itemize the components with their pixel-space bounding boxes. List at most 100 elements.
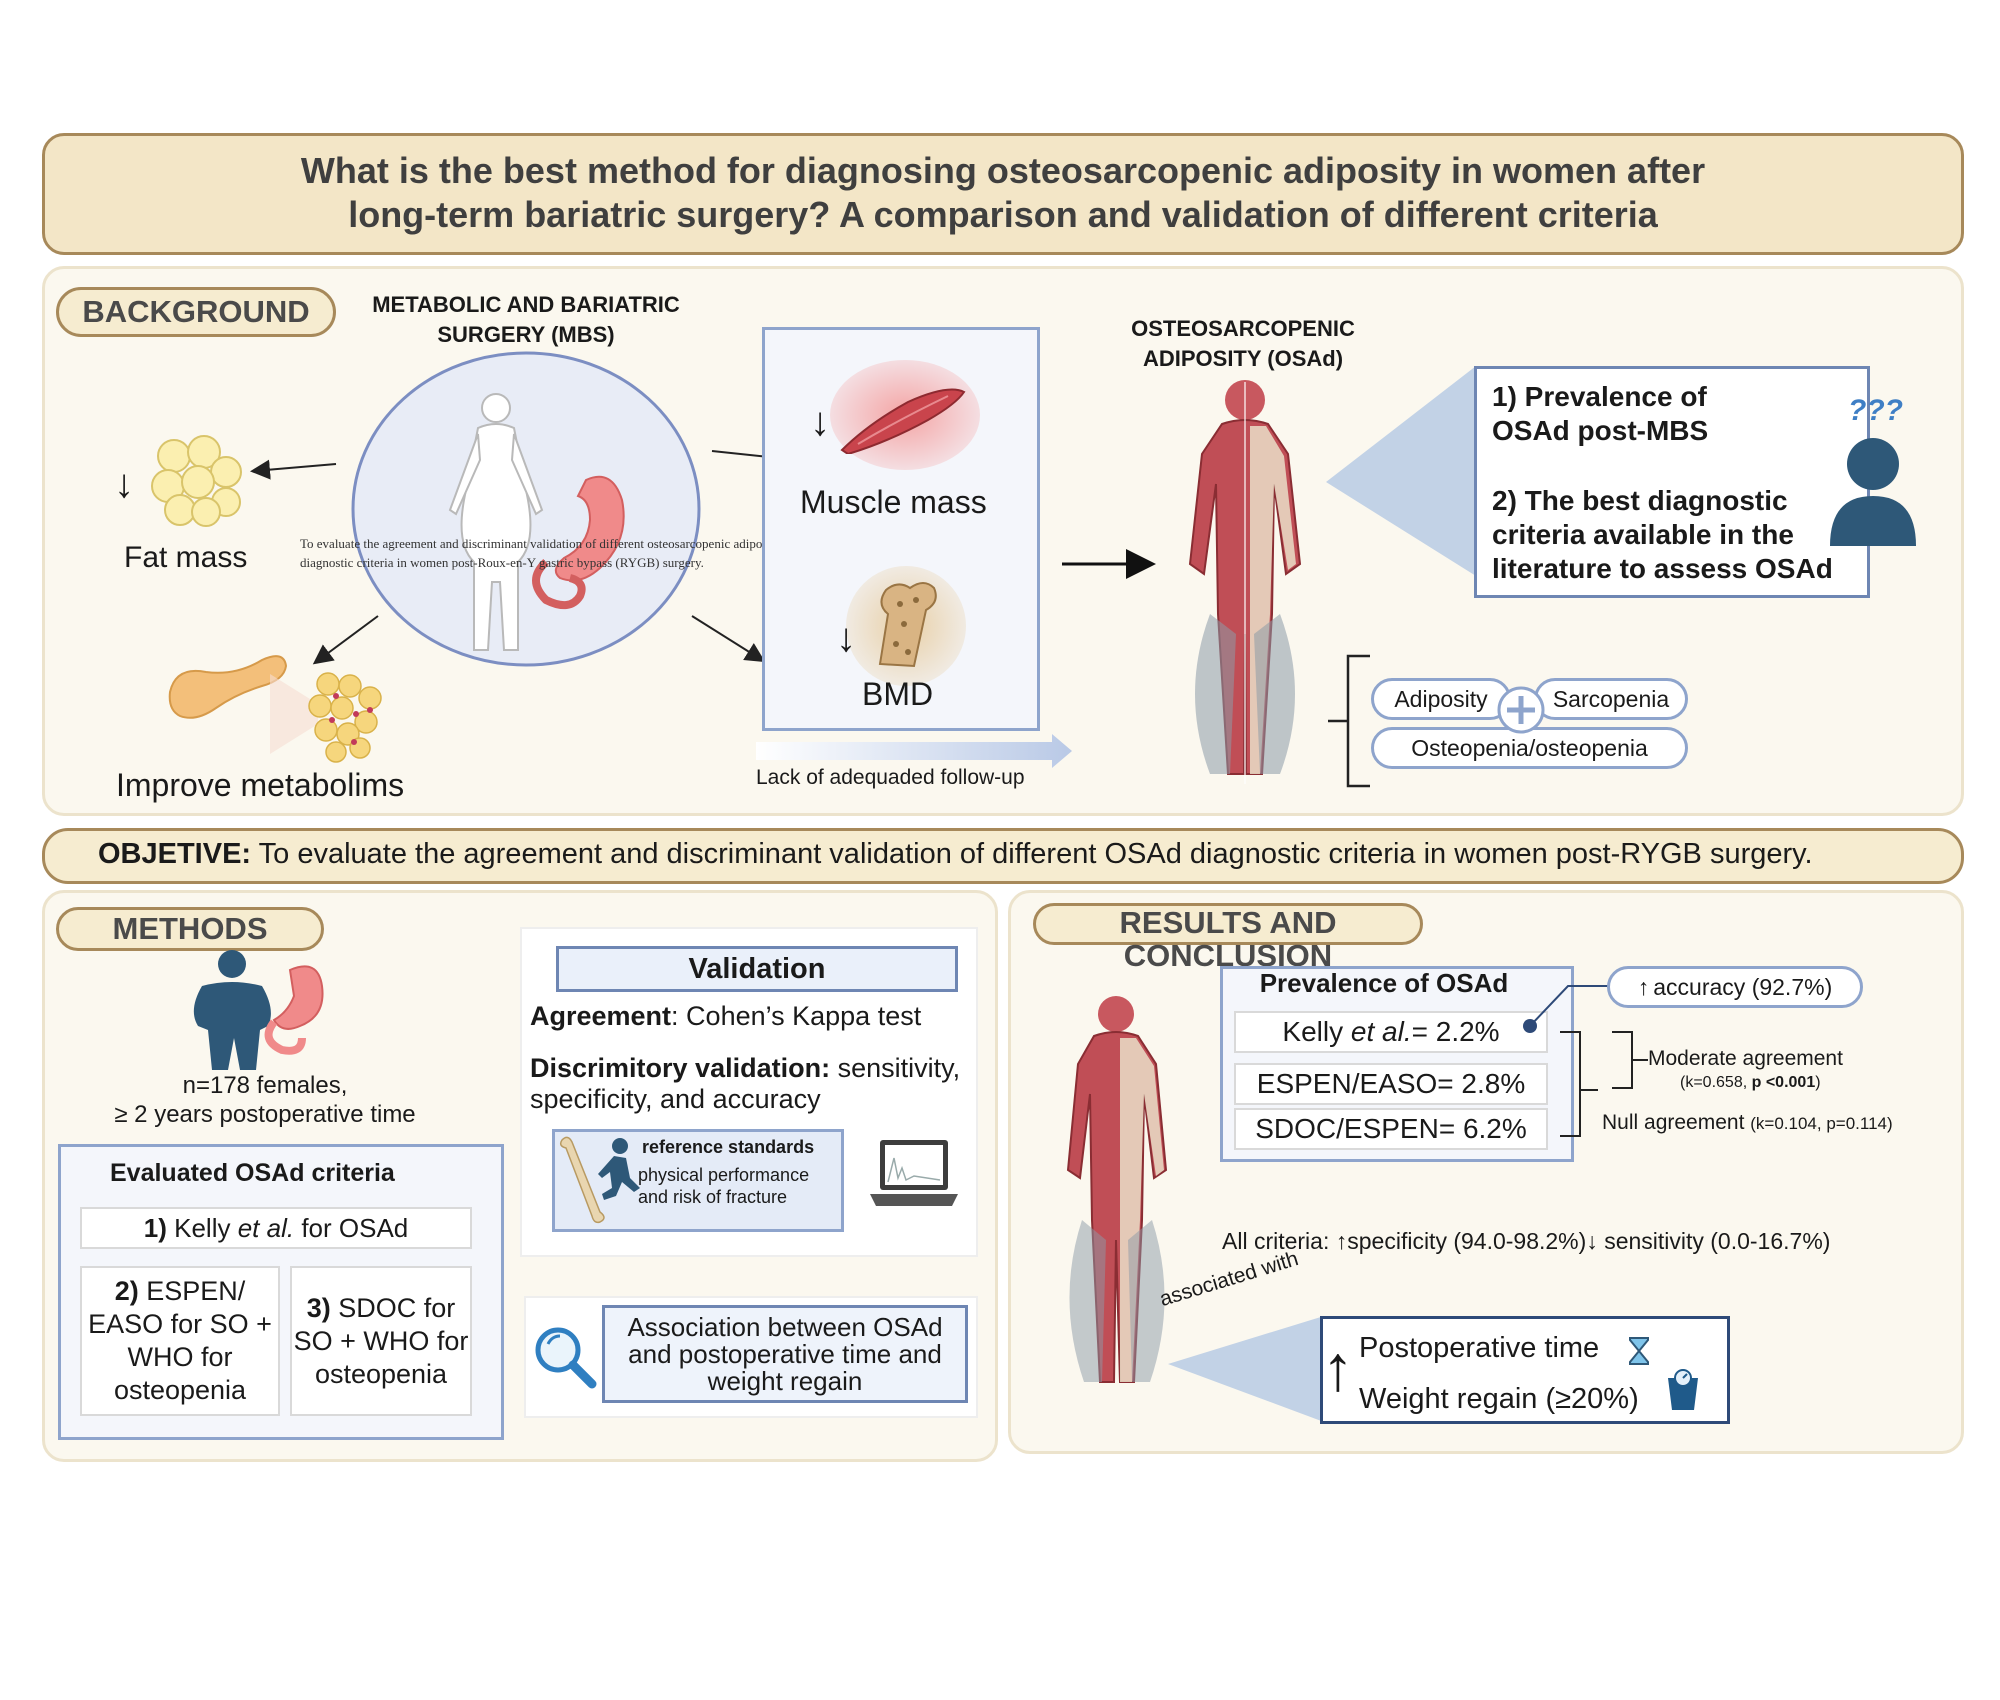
fat-mass-label: Fat mass (124, 541, 248, 574)
bmd-label: BMD (862, 676, 934, 712)
criterion-2-num: 2) (114, 1276, 139, 1306)
callout-triangle (1326, 366, 1476, 576)
magnifier-icon (535, 1327, 597, 1389)
laptop-icon (870, 1140, 958, 1206)
bone-icon (878, 582, 937, 668)
muscle-icon (840, 388, 966, 454)
all-criteria-label: All criteria: (1222, 1228, 1330, 1254)
methods-label: METHODS (56, 907, 324, 951)
discrim-text: sensitivity, specificity, and accuracy (530, 1053, 961, 1114)
specificity-text: specificity (94.0-98.2%) (1347, 1228, 1587, 1254)
criterion-3-num: 3) (306, 1292, 331, 1323)
reference-title: reference standards (642, 1137, 815, 1157)
all-criteria-line: All criteria: ↑specificity (94.0-98.2%)↓… (1222, 1228, 1830, 1255)
sarcopenia-chip: Sarcopenia (1534, 678, 1688, 720)
muscle-mass-label: Muscle mass (800, 484, 987, 520)
title-banner: What is the best method for diagnosing o… (42, 133, 1964, 255)
runner-bone-icon (559, 1136, 640, 1224)
specificity-up-arrow-icon: ↑ (1335, 1228, 1348, 1254)
kelly-result-author: Kelly (1282, 1016, 1344, 1047)
results-body-icon (1066, 996, 1168, 1383)
patient-icon (193, 950, 324, 1070)
arrow-to-bmd (691, 615, 766, 663)
kelly-result: Kelly et al.= 2.2% (1234, 1011, 1548, 1053)
sensitivity-down-arrow-icon: ↓ (1586, 1228, 1598, 1254)
mbs-circle (351, 351, 701, 667)
objective-label: OBJETIVE: (98, 838, 252, 870)
null-agreement-stats: (k=0.104, p=0.114) (1750, 1114, 1893, 1133)
discrim-line: Discrimitory validation: sensitivity, sp… (530, 1053, 970, 1115)
accuracy-text: accuracy (92.7%) (1653, 973, 1833, 1000)
criterion-1-num: 1) (143, 1212, 167, 1243)
question-2: 2) The best diagnostic criteria availabl… (1492, 485, 1833, 584)
adiposity-chip: Adiposity (1371, 678, 1511, 720)
association-box: Association between OSAd and postoperati… (602, 1305, 968, 1403)
criteria-title: Evaluated OSAd criteria (110, 1159, 395, 1187)
mbs-overlay-text-1: To evaluate the agreement and discrimina… (300, 536, 826, 551)
results-label: RESULTS AND CONCLUSION (1033, 903, 1423, 972)
objective-banner (42, 828, 1964, 884)
osteopenia-chip: Osteopenia/osteopenia (1371, 727, 1688, 769)
accuracy-up-arrow-icon: ↑ (1637, 973, 1650, 1000)
criterion-1-rest: for OSAd (301, 1212, 409, 1243)
osad-body-icon (1188, 380, 1302, 784)
person-icon (1830, 438, 1916, 546)
up-arrow-association-icon: ↑ (1322, 1332, 1354, 1404)
fat-cells-icon (151, 435, 242, 527)
down-arrow-bmd-icon: ↓ (836, 616, 856, 660)
discrim-label: Discrimitory validation: (530, 1053, 831, 1083)
agreement-text: : Cohen’s Kappa test (671, 1001, 922, 1031)
questions-box (1474, 366, 1870, 598)
criterion-1-author: Kelly (174, 1212, 231, 1243)
associated-triangle (1168, 1316, 1324, 1422)
plus-icon (1497, 686, 1545, 734)
objective-text: To evaluate the agreement and discrimina… (258, 838, 1813, 870)
accuracy-chip: ↑ accuracy (92.7%) (1607, 966, 1863, 1008)
moderate-stats-p: p <0.001 (1751, 1074, 1816, 1091)
question-marks-icon: ??? (1848, 394, 1903, 427)
sdoc-result: SDOC/ESPEN= 6.2% (1234, 1108, 1548, 1150)
arrow-to-metabolism (312, 615, 379, 665)
null-agreement: Null agreement (k=0.104, p=0.114) (1602, 1111, 1893, 1135)
body-silhouette-icon (448, 393, 544, 651)
pancreas-icon (168, 655, 288, 719)
osad-brace (1328, 654, 1370, 788)
prevalence-title: Prevalence of OSAd (1259, 968, 1509, 998)
hourglass-icon (1629, 1337, 1649, 1365)
association-results-box (1320, 1316, 1730, 1424)
criterion-3: 3) SDOC for SO + WHO for osteopenia (290, 1266, 472, 1416)
postop-time: ≥ 2 years postoperative time (114, 1101, 416, 1128)
criterion-1: 1) Kelly et al. for OSAd (80, 1207, 472, 1249)
background-label: BACKGROUND (56, 287, 336, 337)
scale-icon (1668, 1369, 1698, 1410)
criterion-2-text: ESPEN/ EASO for SO + WHO for osteopenia (88, 1276, 272, 1405)
kelly-result-etal: et al. (1350, 1016, 1412, 1047)
weight-regain-result: Weight regain (≥20%) (1359, 1383, 1639, 1415)
down-arrow-muscle-icon: ↓ (810, 400, 830, 444)
stomach-icon (532, 475, 625, 610)
mbs-title: METABOLIC AND BARIATRIC SURGERY (MBS) (372, 292, 680, 347)
reference-text: physical performance and risk of fractur… (638, 1165, 810, 1207)
question-1: 1) Prevalence of OSAd post-MBS (1492, 381, 1709, 446)
mbs-overlay-text-2: diagnostic criteria in women post-Roux-e… (300, 555, 704, 570)
objective-line: OBJETIVE: To evaluate the agreement and … (98, 838, 1813, 871)
moderate-stats: (k=0.658, p <0.001) (1680, 1074, 1821, 1092)
followup-label: Lack of adequaded follow-up (756, 766, 1025, 789)
osad-title: OSTEOSARCOPENIC ADIPOSITY (OSAd) (1131, 316, 1355, 371)
islet-cells-icon (270, 672, 382, 763)
criterion-2: 2) ESPEN/ EASO for SO + WHO for osteopen… (80, 1266, 280, 1416)
arrow-to-fat (250, 459, 337, 480)
espen-result: ESPEN/EASO= 2.8% (1234, 1063, 1548, 1105)
sensitivity-text: sensitivity (0.0-16.7%) (1604, 1228, 1831, 1254)
title-line-2: long-term bariatric surgery? A compariso… (348, 194, 1658, 235)
null-agreement-label: Null agreement (1602, 1111, 1745, 1134)
down-arrow-fat-icon: ↓ (114, 462, 134, 506)
kelly-result-value: = 2.2% (1411, 1016, 1500, 1047)
results-label-text: RESULTS AND CONCLUSION (1119, 905, 1337, 973)
title-line-1: What is the best method for diagnosing o… (300, 150, 1706, 191)
criterion-3-text: SDOC for SO + WHO for osteopenia (293, 1292, 469, 1389)
improve-metabolism-label: Improve metabolims (116, 767, 405, 803)
moderate-agreement: Moderate agreement (1648, 1047, 1843, 1070)
